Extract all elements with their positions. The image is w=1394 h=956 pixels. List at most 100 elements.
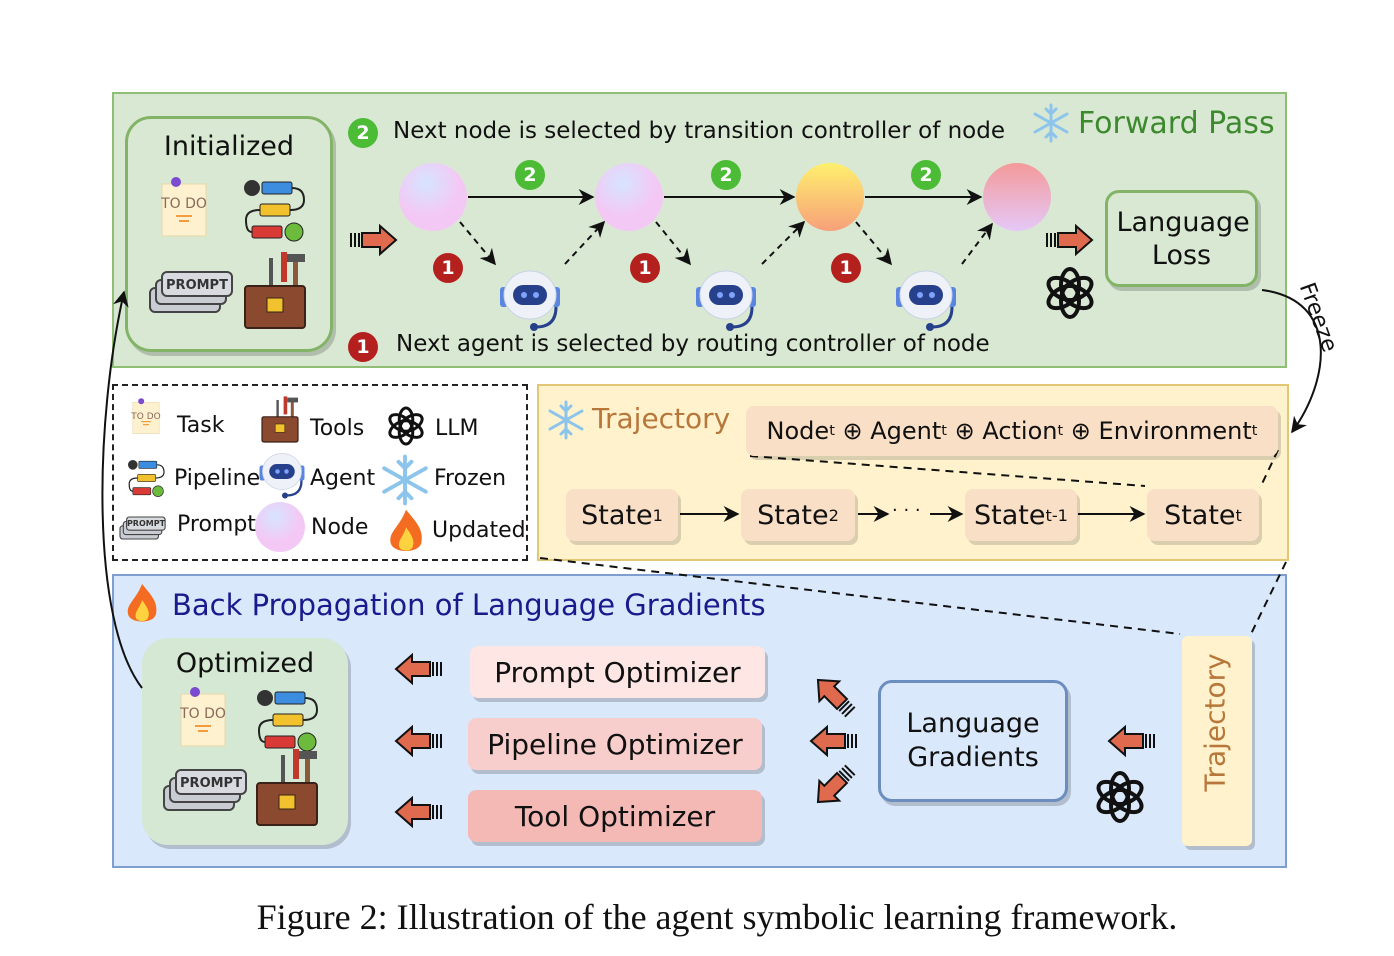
- legend-agent-icon: [258, 452, 306, 500]
- trajectory-vertical-label: Trajectory: [1198, 653, 1232, 792]
- backward-arrow-icon: [395, 726, 443, 756]
- formula-sub: t: [1251, 423, 1258, 439]
- legend-tools-icon: [261, 395, 299, 443]
- backprop-title: Back Propagation of Language Gradients: [172, 588, 766, 622]
- legend-panel: [112, 384, 528, 561]
- prompt-label: PROMPT: [180, 776, 242, 791]
- language-gradients-label: Language Gradients: [906, 708, 1040, 773]
- feedback-arrow: [101, 290, 143, 689]
- node-4: [983, 163, 1051, 231]
- routing-arrow: [961, 222, 993, 265]
- backward-arrow-icon: [395, 654, 443, 684]
- routing-badge: 1: [630, 253, 660, 283]
- toolbox-icon: [256, 748, 318, 826]
- formula-op: ⊕: [954, 417, 975, 445]
- legend-node: Node: [311, 515, 369, 540]
- formula-action: Action: [982, 417, 1058, 445]
- legend-updated-icon: [390, 509, 422, 552]
- transition-badge: 2: [711, 160, 741, 190]
- pipeline-icon: [243, 179, 305, 242]
- backward-arrow-icon: [810, 726, 858, 756]
- snowflake-icon: [1033, 103, 1069, 143]
- legend-updated: Updated: [432, 518, 526, 543]
- legend-task: Task: [177, 413, 225, 438]
- routing-note: Next agent is selected by routing contro…: [396, 331, 990, 357]
- legend-todo-label: TO DO: [130, 412, 160, 422]
- backward-arrow-icon: [395, 797, 443, 827]
- prompt-label: PROMPT: [166, 278, 228, 293]
- routing-badge: 1: [348, 332, 378, 362]
- node-3: [796, 163, 864, 231]
- formula-node: Node: [766, 417, 830, 445]
- formula-sub: t: [829, 423, 835, 439]
- fire-icon: [127, 584, 157, 622]
- routing-arrow: [459, 221, 497, 266]
- trajectory-vertical-box: [1182, 636, 1252, 846]
- formula-agent: Agent: [870, 417, 942, 445]
- legend-llm: LLM: [435, 416, 479, 441]
- transition-badge: 2: [515, 160, 545, 190]
- formula-op: ⊕: [842, 417, 863, 445]
- legend-agent: Agent: [310, 466, 376, 491]
- routing-badge: 1: [831, 253, 861, 283]
- openai-llm-icon: [1092, 771, 1148, 823]
- legend-frozen-icon: [382, 454, 428, 506]
- formula-environment: Environment: [1098, 417, 1252, 445]
- legend-prompt: Prompt: [177, 512, 256, 537]
- state-ellipsis: · · ·: [892, 500, 921, 521]
- backward-arrow-icon: [807, 758, 862, 813]
- forward-arrow-icon: [349, 225, 397, 255]
- transition-note: Next node is selected by transition cont…: [393, 118, 1006, 144]
- agent-robot-icon: [894, 269, 958, 333]
- snowflake-icon: [548, 400, 584, 440]
- node-2: [595, 163, 663, 231]
- pipeline-optimizer-box: Pipeline Optimizer: [468, 718, 762, 770]
- routing-arrow: [655, 221, 692, 266]
- agent-robot-icon: [694, 269, 758, 333]
- toolbox-icon: [244, 251, 306, 329]
- routing-arrow: [761, 220, 806, 265]
- legend-tools: Tools: [310, 416, 365, 441]
- tool-optimizer-box: Tool Optimizer: [468, 790, 762, 842]
- formula-op: ⊕: [1070, 417, 1091, 445]
- language-loss-box: Language Loss: [1105, 190, 1258, 287]
- legend-pipeline-icon: [127, 459, 165, 498]
- forward-arrow-icon: [1045, 225, 1093, 255]
- legend-node-icon: [255, 502, 305, 552]
- legend-pipeline: Pipeline: [174, 466, 261, 491]
- openai-llm-icon: [1042, 267, 1098, 319]
- legend-frozen: Frozen: [434, 466, 507, 491]
- node-1: [399, 163, 467, 231]
- legend-prompt-icon-label: PROMPT: [127, 519, 166, 528]
- initialized-box: Initialized: [125, 116, 333, 352]
- freeze-arrow: [1261, 289, 1322, 434]
- forward-pass-title: Forward Pass: [1078, 106, 1275, 141]
- formula-sub: t: [1057, 423, 1064, 439]
- legend-llm-icon: [385, 406, 427, 446]
- transition-badge: 2: [348, 118, 378, 148]
- transition-badge: 2: [911, 160, 941, 190]
- pipeline-icon: [256, 689, 318, 752]
- agent-robot-icon: [498, 269, 562, 333]
- prompt-optimizer-box: Prompt Optimizer: [470, 646, 765, 698]
- routing-arrow: [564, 220, 606, 265]
- routing-badge: 1: [433, 253, 463, 283]
- backward-arrow-icon: [1108, 726, 1156, 756]
- routing-arrow: [855, 221, 893, 266]
- optimized-label: Optimized: [175, 648, 315, 679]
- formula-sub: t: [941, 423, 947, 439]
- todo-label: TO DO: [160, 196, 207, 212]
- todo-label: TO DO: [179, 706, 226, 722]
- language-gradients-box: Language Gradients: [878, 680, 1068, 802]
- backward-arrow-icon: [807, 669, 862, 724]
- trajectory-title: Trajectory: [592, 402, 731, 435]
- initialized-label: Initialized: [163, 131, 295, 162]
- figure-caption: Figure 2: Illustration of the agent symb…: [256, 897, 1178, 937]
